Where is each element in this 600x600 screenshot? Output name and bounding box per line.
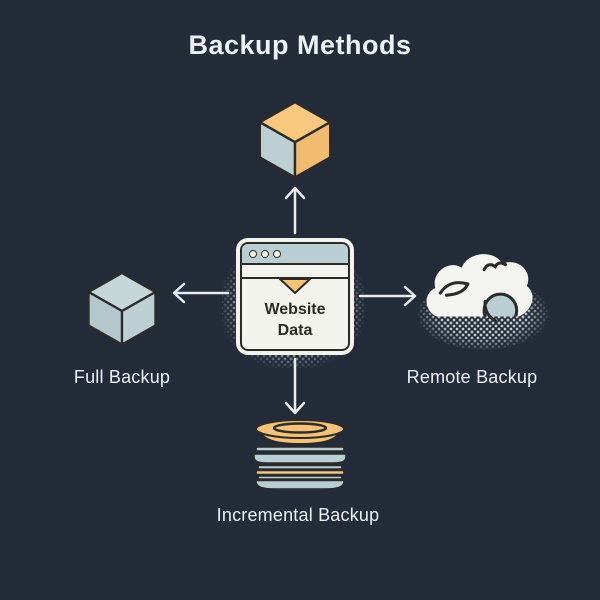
cube-icon <box>87 271 157 346</box>
download-triangle-icon <box>279 278 311 294</box>
diagram-title: Backup Methods <box>188 30 412 60</box>
layers-icon <box>253 419 347 489</box>
website-data-card: Website Data <box>236 238 354 355</box>
arrow-left <box>172 282 230 304</box>
full-backup-label: Full Backup <box>73 367 171 387</box>
window-dot-icon <box>249 249 257 258</box>
window-content: Website Data <box>242 278 348 349</box>
window-titlebar <box>242 244 348 265</box>
remote-backup-label: Remote Backup <box>406 367 538 387</box>
window-dot-icon <box>273 249 281 258</box>
arrow-right <box>358 285 417 307</box>
center-node-label: Website Data <box>264 301 326 339</box>
arrow-up <box>284 186 306 235</box>
incremental-backup-label: Incremental Backup <box>216 505 380 525</box>
cube-icon <box>258 101 332 179</box>
cloud-icon <box>426 254 533 323</box>
window-addressbar <box>242 265 348 279</box>
window-dot-icon <box>261 249 269 258</box>
browser-window-icon: Website Data <box>240 242 350 351</box>
